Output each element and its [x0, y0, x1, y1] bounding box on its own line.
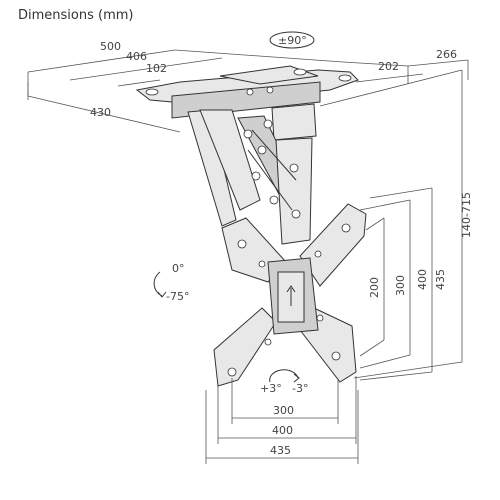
dim-400-label: 400	[416, 269, 429, 290]
swivel-arrow-icon	[269, 369, 299, 383]
swivel-plus-label: +3°	[260, 382, 282, 395]
swivel-minus-label: -3°	[292, 382, 308, 395]
vesa-bracket	[213, 203, 367, 387]
dim-406-label: 406	[126, 50, 147, 63]
dim-435-bottom-label: 435	[270, 444, 291, 457]
dim-300-bottom-label: 300	[273, 404, 294, 417]
dim-300-label: 300	[394, 275, 407, 296]
ceiling-plate	[135, 65, 359, 119]
drawing-title: Dimensions (mm)	[18, 8, 134, 23]
dim-500-label: 500	[100, 40, 121, 53]
dim-102-label: 102	[146, 62, 167, 75]
dim-200-label: 200	[368, 277, 381, 298]
dim-430-label: 430	[90, 106, 111, 119]
arm-mechanism	[187, 103, 317, 245]
tilt-upper-label: 0°	[172, 262, 185, 275]
rotation-label: ±90°	[278, 34, 307, 47]
vesa-vertical-dimensions	[319, 69, 463, 381]
vesa-horizontal-dimensions	[205, 376, 359, 464]
height-range-label: 140-715	[460, 192, 473, 238]
dim-266-label: 266	[436, 48, 457, 61]
rotation-arrow-icon	[269, 31, 315, 49]
tilt-lower-label: -75°	[166, 290, 189, 303]
ceiling-plate-dimensions	[27, 49, 469, 133]
dim-202-label: 202	[378, 60, 399, 73]
dim-400-bottom-label: 400	[272, 424, 293, 437]
dim-435-label: 435	[434, 269, 447, 290]
